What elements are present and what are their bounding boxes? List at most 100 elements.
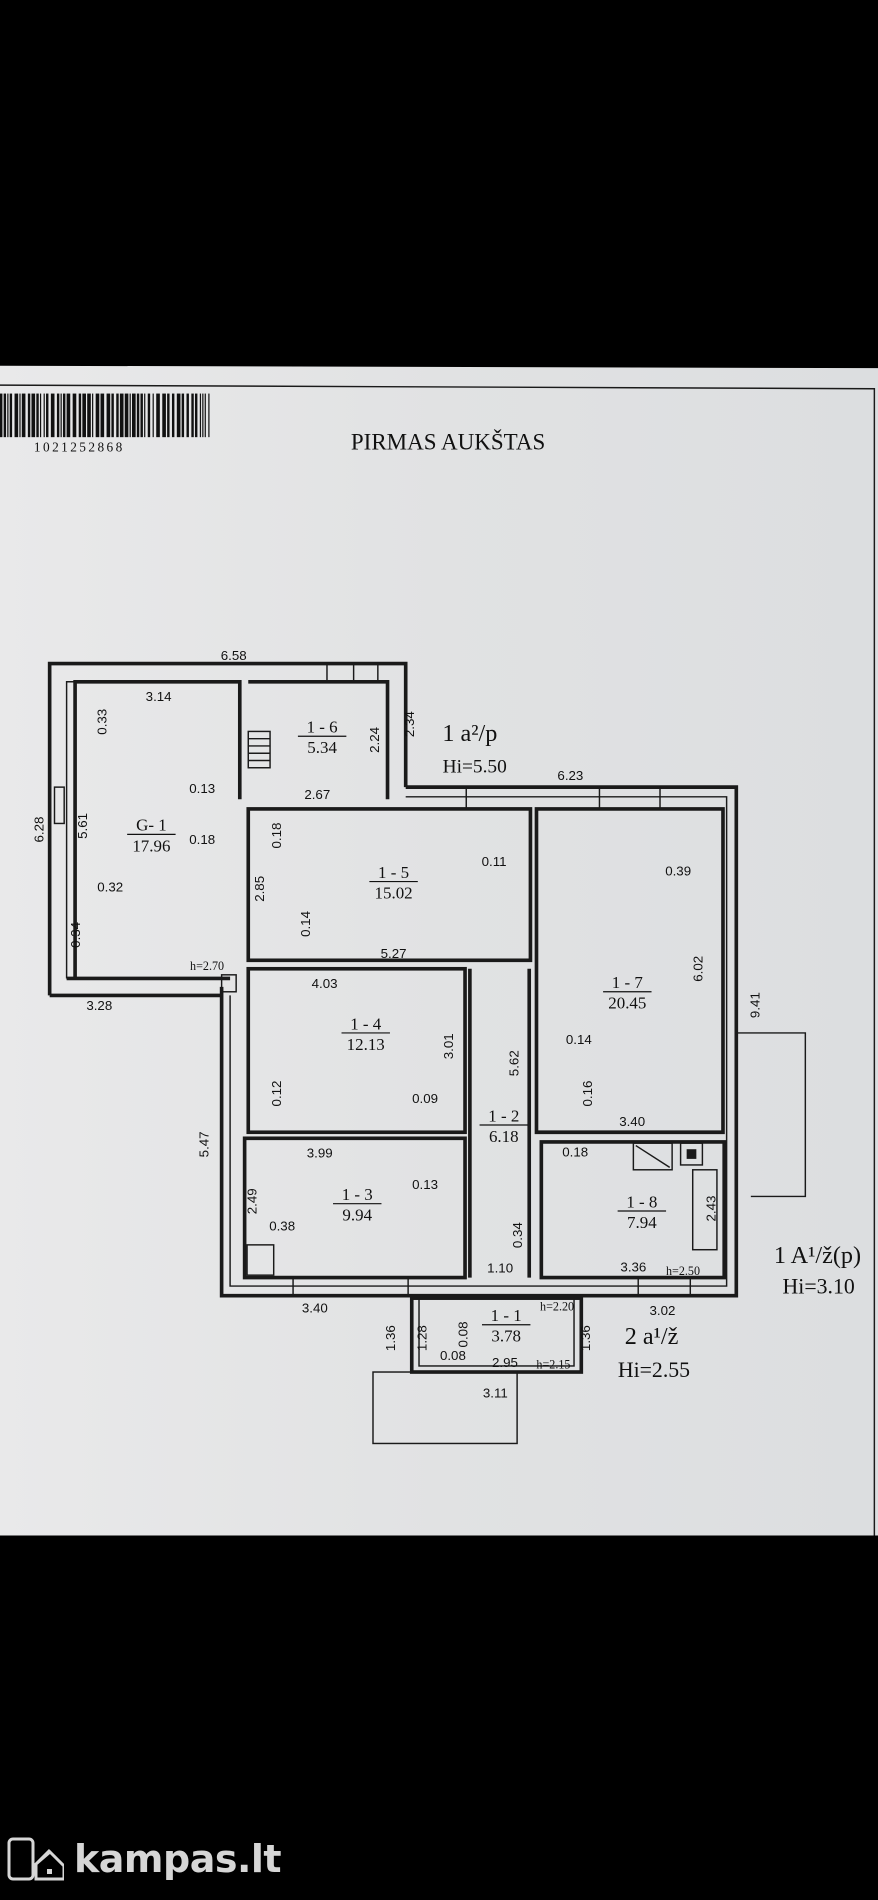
barcode (0, 393, 210, 438)
dimension-label: 2.43 (704, 1196, 719, 1222)
room-label: 1 - 412.13 (341, 1014, 390, 1054)
dimension-label: 3.28 (86, 998, 112, 1013)
barcode-bar (124, 393, 129, 438)
barcode-bar (208, 393, 210, 438)
dimension-label: 0.11 (482, 854, 507, 869)
dimension-label: 1.36 (578, 1325, 593, 1351)
room-id: 1 - 8 (626, 1192, 657, 1211)
barcode-bar (19, 393, 21, 438)
dimension-label: 0.16 (580, 1081, 595, 1107)
room-area: 5.34 (307, 738, 337, 757)
room-area: 9.94 (342, 1206, 372, 1225)
dimension-label: 3.99 (307, 1146, 333, 1161)
room-label: 1 - 26.18 (479, 1106, 529, 1146)
dimension-label: 1.10 (487, 1261, 513, 1276)
kampas-logo: kampas.lt (6, 1836, 282, 1882)
barcode-bar (21, 393, 26, 438)
barcode-bar (9, 393, 13, 438)
dimension-label: 3.11 (483, 1385, 508, 1400)
dimension-label: 3.36 (620, 1260, 646, 1275)
dimension-label: 3.40 (302, 1301, 328, 1316)
room-id: 1 - 7 (612, 973, 643, 992)
dimension-label: h=2.50 (666, 1264, 700, 1278)
dimension-label: 0.34 (510, 1222, 525, 1249)
dimension-label: 0.33 (95, 709, 110, 735)
dimension-label: 6.02 (690, 956, 705, 982)
dimension-label: 0.32 (97, 879, 123, 894)
building-label: Hi=2.55 (618, 1358, 690, 1382)
barcode-bar (116, 393, 119, 438)
room-label: G- 117.96 (127, 816, 176, 855)
dimension-label: 3.01 (441, 1033, 456, 1059)
dimension-label: h=2.15 (536, 1357, 570, 1371)
barcode-bar (132, 393, 136, 438)
barcode-bar (199, 393, 202, 438)
room-area: 17.96 (132, 836, 170, 855)
brand-name: kampas.lt (74, 1837, 282, 1881)
dimension-label: 5.47 (196, 1131, 211, 1157)
dimension-label: 0.08 (440, 1348, 466, 1363)
barcode-bar (167, 393, 170, 438)
barcode-bar (152, 393, 154, 438)
dimension-label: 0.13 (189, 781, 215, 796)
barcode-bar (202, 393, 204, 438)
barcode-bar (171, 393, 175, 438)
barcode-number: 1021252868 (34, 440, 125, 455)
room-id: 1 - 5 (378, 863, 409, 882)
dimension-label: 3.40 (619, 1114, 645, 1129)
barcode-bar (129, 393, 131, 438)
barcode-bar (204, 393, 206, 438)
dimension-label: 3.02 (649, 1303, 675, 1318)
barcode-bar (119, 393, 124, 438)
barcode-bar (46, 393, 49, 438)
dimension-label: 0.14 (298, 910, 313, 937)
barcode-bar (0, 393, 3, 438)
dimension-label: 6.23 (557, 768, 583, 783)
room-label: 1 - 65.34 (297, 718, 347, 757)
barcode-bar (62, 393, 66, 438)
barcode-bar (72, 393, 77, 438)
room-label: 1 - 3 9.94 (333, 1185, 382, 1225)
barcode-bar (162, 393, 166, 438)
room-area: 7.94 (627, 1213, 657, 1232)
room-area: 15.02 (375, 884, 413, 903)
room-id: 1 - 3 (342, 1185, 373, 1204)
dimension-label: 0.13 (412, 1177, 438, 1192)
room-label: 1 - 5 15.02 (369, 863, 418, 903)
barcode-bar (87, 393, 91, 438)
barcode-bar (191, 393, 194, 438)
dimension-label: 5.62 (506, 1050, 521, 1076)
barcode-bar (82, 393, 86, 438)
dimension-label: 0.18 (562, 1144, 588, 1159)
room-id: 1 - 6 (307, 718, 338, 737)
barcode-bar (66, 393, 71, 438)
building-label: 1 a²/p (442, 720, 497, 747)
barcode-bar (140, 393, 143, 438)
dimension-label: 0.12 (269, 1081, 284, 1107)
building-label: 2 a¹/ž (625, 1323, 679, 1350)
dimension-label: 2.67 (304, 787, 330, 802)
barcode-bar (43, 393, 45, 438)
room-id: 1 - 1 (491, 1306, 522, 1325)
barcode-bar (147, 393, 151, 438)
room-label: 1 - 720.45 (603, 973, 652, 1013)
building-label: Hi=3.10 (783, 1274, 855, 1298)
dimension-label: 2.24 (367, 726, 382, 753)
dimension-label: 0.34 (68, 921, 83, 948)
barcode-bar (92, 393, 94, 438)
dimension-label: 0.38 (269, 1218, 295, 1233)
barcode-bar (36, 393, 39, 438)
walls (47, 661, 807, 1445)
room-id: G- 1 (136, 816, 167, 835)
dimension-label: h=2.20 (540, 1299, 574, 1313)
barcode-bar (14, 393, 19, 438)
barcode-bar (95, 393, 100, 438)
barcode-bar (194, 393, 198, 438)
dimension-label: 0.39 (665, 864, 691, 879)
barcode-bar (56, 393, 60, 438)
dimension-label: 4.03 (312, 976, 338, 991)
room-area: 6.18 (489, 1127, 519, 1146)
barcode-bar (7, 393, 9, 438)
dimension-label: 5.61 (75, 813, 90, 839)
